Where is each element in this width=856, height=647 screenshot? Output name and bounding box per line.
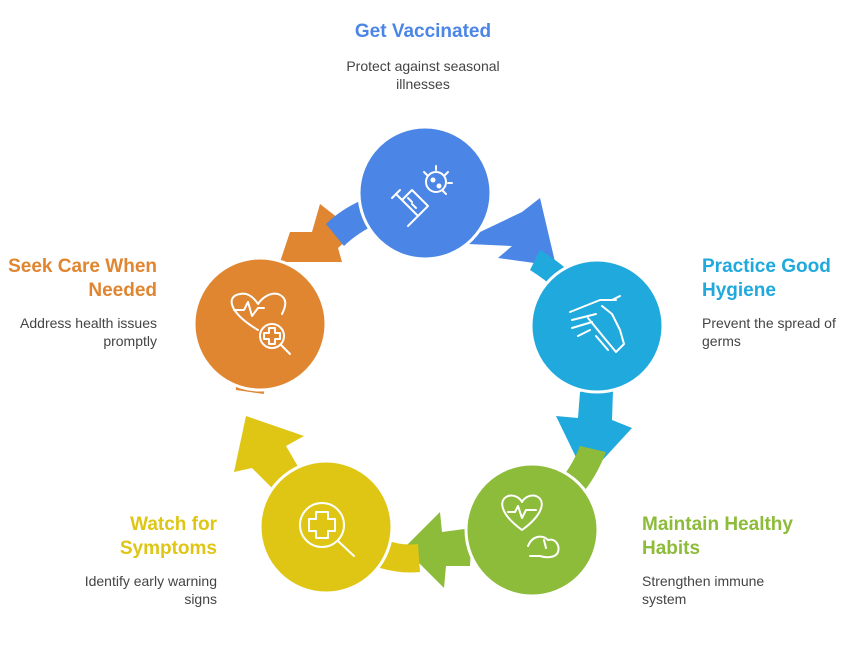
title-line: Maintain Healthy — [642, 514, 793, 535]
circle-care — [192, 256, 328, 392]
circle-symptoms — [258, 459, 394, 595]
step-circle-care — [192, 256, 328, 392]
heart-health-search-icon — [230, 292, 291, 355]
desc-line: promptly — [103, 333, 157, 349]
desc-line: illnesses — [396, 76, 450, 92]
desc-line: Address health issues — [20, 315, 157, 331]
circle-hygiene — [529, 258, 665, 394]
step-title-care: Seek Care When Needed — [4, 255, 157, 303]
hand-washing-icon — [569, 295, 625, 353]
title-line: Hygiene — [702, 280, 776, 301]
arrow-habits-to-symptoms — [404, 512, 472, 588]
desc-line: signs — [184, 591, 217, 607]
step-title-habits: Maintain Healthy Habits — [642, 513, 842, 561]
step-circle-hygiene — [529, 258, 665, 394]
step-circle-vaccinated — [357, 125, 493, 261]
step-description-vaccinated: Protect against seasonal illnesses — [296, 57, 550, 93]
title-line: Symptoms — [119, 538, 217, 559]
desc-line: system — [642, 591, 687, 607]
arrow-hygiene-to-habits — [556, 388, 632, 478]
arrow-symptoms-to-care — [234, 416, 304, 488]
step-description-habits: Strengthen immune system — [642, 572, 842, 608]
step-title-hygiene: Practice Good Hygiene — [702, 255, 852, 303]
step-description-hygiene: Prevent the spread of germs — [702, 314, 852, 350]
circle-habits — [464, 462, 600, 598]
title-line: Practice Good — [702, 256, 831, 277]
medical-search-icon — [299, 502, 355, 557]
step-title-vaccinated: Get Vaccinated — [354, 21, 492, 42]
desc-line: germs — [702, 333, 741, 349]
title-line: Needed — [88, 280, 157, 301]
circle-vaccinated — [357, 125, 493, 261]
desc-line: Protect against seasonal — [346, 58, 500, 74]
heart-muscle-icon — [501, 494, 560, 559]
desc-line: Prevent the spread of — [702, 315, 836, 331]
desc-line: Identify early warning — [84, 573, 217, 589]
title-line: Seek Care When — [8, 256, 157, 277]
desc-line: Strengthen immune — [642, 573, 765, 589]
step-circle-habits — [464, 462, 600, 598]
step-circle-symptoms — [258, 459, 394, 595]
syringe-virus-icon — [391, 165, 453, 227]
arrow-vaccinated-to-hygiene — [468, 198, 556, 266]
step-title-symptoms: Watch for Symptoms — [30, 513, 217, 561]
title-line: Watch for — [130, 514, 217, 535]
title-line: Habits — [642, 538, 701, 559]
step-description-care: Address health issues promptly — [4, 314, 157, 350]
step-description-symptoms: Identify early warning signs — [30, 572, 217, 608]
